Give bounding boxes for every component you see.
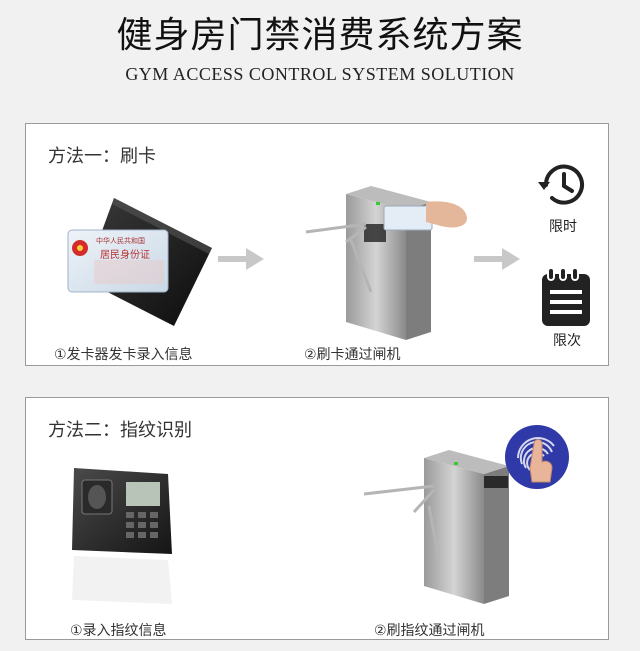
method-fingerprint-panel: 方法二：指纹识别 bbox=[25, 397, 609, 640]
method-card-panel: 方法一：刷卡 bbox=[25, 123, 609, 366]
method1-step2-caption: ②刷卡通过闸机 bbox=[304, 347, 401, 363]
flow-arrow bbox=[218, 248, 264, 270]
page-title: 健身房门禁消费系统方案 bbox=[116, 15, 524, 56]
count-limit-label: 限次 bbox=[553, 333, 581, 349]
card-issuer-illustration: 中华人民共和国 居民身份证 bbox=[64, 190, 214, 330]
page-subtitle: GYM ACCESS CONTROL SYSTEM SOLUTION bbox=[125, 64, 515, 84]
id-card bbox=[67, 229, 169, 293]
id-card-text-2: 居民身份证 bbox=[100, 250, 150, 261]
turnstile-card-illustration bbox=[266, 182, 476, 342]
flow-arrow bbox=[474, 248, 520, 270]
id-card-text-1: 中华人民共和国 bbox=[96, 237, 145, 245]
notepad-list-icon bbox=[540, 266, 592, 328]
fingerprint-terminal-illustration bbox=[68, 464, 178, 614]
fingerprint-icon bbox=[504, 424, 570, 490]
method2-title: 方法二：指纹识别 bbox=[48, 420, 192, 441]
method1-step1-caption: ①发卡器发卡录入信息 bbox=[54, 347, 193, 363]
method2-step1-caption: ①录入指纹信息 bbox=[70, 623, 167, 639]
history-clock-icon bbox=[536, 160, 590, 210]
method1-title: 方法一：刷卡 bbox=[48, 146, 156, 167]
method2-step2-caption: ②刷指纹通过闸机 bbox=[374, 623, 485, 639]
turnstile-fingerprint-illustration bbox=[334, 448, 534, 608]
time-limit-label: 限时 bbox=[549, 219, 577, 235]
